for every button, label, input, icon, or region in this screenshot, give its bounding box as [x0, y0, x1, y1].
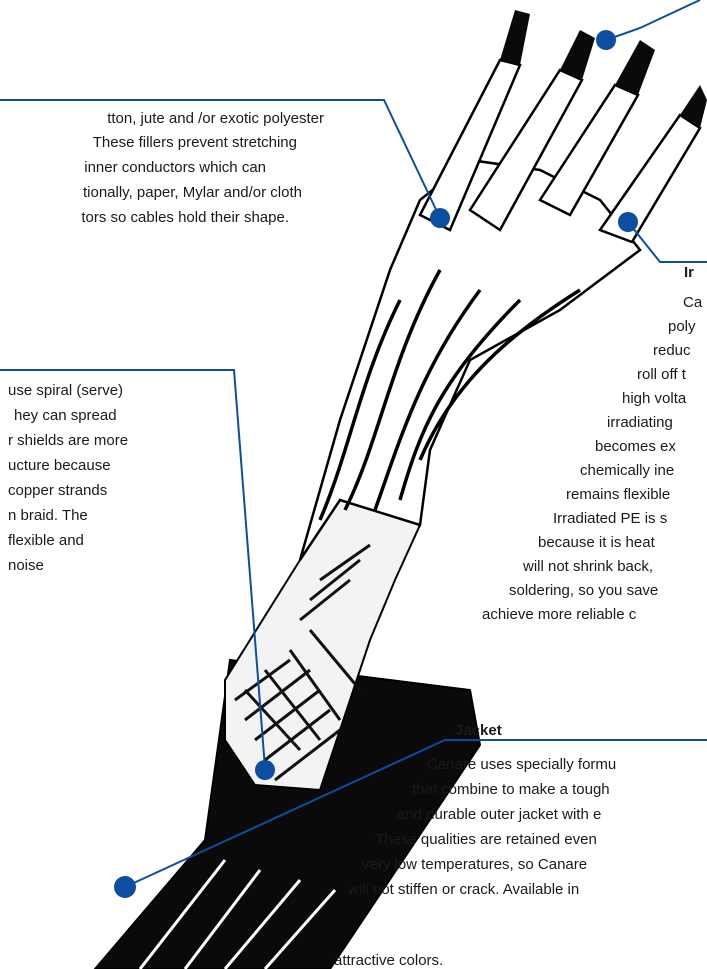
insulation-line-8: chemically ine: [580, 460, 674, 482]
shield-line-4: ucture because: [8, 455, 111, 477]
fillers-line-4: tionally, paper, Mylar and/or cloth: [83, 182, 302, 204]
shield-line-2: hey can spread: [14, 405, 117, 427]
fillers-line-5: tors so cables hold their shape.: [81, 207, 289, 229]
insulation-line-12: will not shrink back,: [523, 556, 653, 578]
callout-dot-fillers: [430, 208, 450, 228]
jacket-line-3: and durable outer jacket with e: [397, 804, 601, 826]
jacket-line-1: Canare uses specially formu: [427, 754, 616, 776]
insulation-line-14: achieve more reliable c: [482, 604, 636, 626]
callout-dot-shield: [255, 760, 275, 780]
insulation-title: Ir: [684, 264, 694, 281]
insulation-line-4: roll off t: [637, 364, 686, 386]
callout-dot-insulation: [618, 212, 638, 232]
jacket-line-5: very low temperatures, so Canare: [362, 854, 587, 876]
fillers-line-1: tton, jute and /or exotic polyester: [107, 108, 324, 130]
jacket-line-6: will not stiffen or crack. Available in: [348, 879, 579, 901]
insulation-line-7: becomes ex: [595, 436, 676, 458]
jacket-line-2: that combine to make a tough: [412, 779, 610, 801]
insulation-line-11: because it is heat: [538, 532, 655, 554]
callout-dot-jacket: [114, 876, 136, 898]
jacket-title: Jacket: [455, 722, 502, 739]
shield-line-7: flexible and: [8, 530, 84, 552]
insulation-line-6: irradiating: [607, 412, 673, 434]
fillers-line-2: These fillers prevent stretching: [93, 132, 297, 154]
shield-line-1: use spiral (serve): [8, 380, 123, 402]
insulation-line-10: Irradiated PE is s: [553, 508, 667, 530]
jacket-line-4: These qualities are retained even: [375, 829, 597, 851]
shield-line-3: r shields are more: [8, 430, 128, 452]
leader-top: [606, 0, 700, 40]
fillers-line-3: inner conductors which can: [84, 157, 266, 179]
shield-line-8: noise: [8, 555, 44, 577]
insulation-line-13: soldering, so you save: [509, 580, 658, 602]
shield-line-5: copper strands: [8, 480, 107, 502]
callout-dot-top: [596, 30, 616, 50]
insulation-line-5: high volta: [622, 388, 686, 410]
insulation-line-1: Ca: [683, 292, 702, 314]
insulation-line-9: remains flexible: [566, 484, 670, 506]
insulation-line-2: poly: [668, 316, 696, 338]
insulation-line-3: reduc: [653, 340, 691, 362]
shield-line-6: n braid. The: [8, 505, 88, 527]
jacket-line-7: attractive colors.: [334, 950, 443, 969]
